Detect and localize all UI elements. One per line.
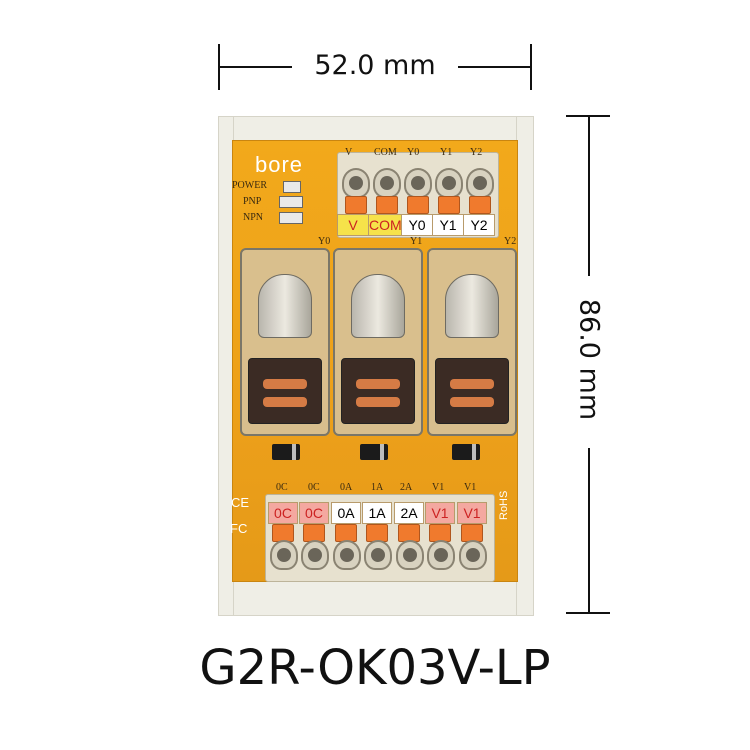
top-terminal-lever[interactable] xyxy=(345,196,367,214)
bottom-terminal-hole[interactable] xyxy=(459,540,487,570)
top-terminal-label-y2: Y2 xyxy=(463,214,495,236)
top-terminal-label-v: V xyxy=(337,214,369,236)
bottom-small-label: 0C xyxy=(276,482,288,493)
relay-contacts xyxy=(435,358,509,424)
diode xyxy=(272,444,300,460)
bottom-small-label: 0A xyxy=(340,482,353,493)
relay-body xyxy=(333,248,423,436)
top-terminal-lever[interactable] xyxy=(407,196,429,214)
top-terminal-hole[interactable] xyxy=(466,168,494,198)
power-led xyxy=(283,181,301,193)
relay-label: Y0 xyxy=(318,236,331,247)
indicator-pnp: PNP xyxy=(243,196,262,207)
top-small-label: COM xyxy=(374,147,397,158)
relay-coil xyxy=(351,274,405,338)
bottom-terminal-hole[interactable] xyxy=(364,540,392,570)
bottom-terminal-label-0c: 0C xyxy=(299,502,329,524)
relay-body xyxy=(427,248,517,436)
top-terminal-lever[interactable] xyxy=(469,196,491,214)
relay-label: Y2 xyxy=(504,236,517,247)
relay-body xyxy=(240,248,330,436)
bottom-terminal-label-0a: 0A xyxy=(331,502,361,524)
bottom-terminal-label-2a: 2A xyxy=(394,502,424,524)
brand-logo: bore xyxy=(255,152,304,177)
top-terminal-label-y0: Y0 xyxy=(401,214,433,236)
relay-coil xyxy=(258,274,312,338)
relay-label: Y1 xyxy=(410,236,423,247)
rail-top xyxy=(218,116,534,144)
top-small-label: Y2 xyxy=(470,147,483,158)
top-terminal-hole[interactable] xyxy=(404,168,432,198)
width-label: 52.0 mm xyxy=(314,50,436,81)
rohs-mark: RoHS xyxy=(498,490,510,520)
width-tick-left xyxy=(218,44,220,90)
relay-contacts xyxy=(341,358,415,424)
fc-mark: FC xyxy=(230,521,248,536)
top-terminal-label-com: COM xyxy=(368,214,402,236)
bottom-terminal-label-1a: 1A xyxy=(362,502,392,524)
top-small-label: Y0 xyxy=(407,147,420,158)
width-line-right xyxy=(458,66,530,68)
top-terminal-lever[interactable] xyxy=(376,196,398,214)
bottom-terminal-hole[interactable] xyxy=(301,540,329,570)
bottom-terminal-label-v1: V1 xyxy=(457,502,487,524)
bottom-small-label: V1 xyxy=(464,482,477,493)
model-name: G2R-OK03V-LP xyxy=(199,640,551,696)
top-terminal-hole[interactable] xyxy=(435,168,463,198)
width-tick-right xyxy=(530,44,532,90)
bottom-terminal-hole[interactable] xyxy=(427,540,455,570)
indicator-power: POWER xyxy=(232,180,267,191)
bottom-terminal-label-v1: V1 xyxy=(425,502,455,524)
pnp-switch xyxy=(279,196,303,208)
bottom-small-label: 0C xyxy=(308,482,320,493)
bottom-small-label: V1 xyxy=(432,482,445,493)
top-terminal-hole[interactable] xyxy=(342,168,370,198)
bottom-terminal-label-0c: 0C xyxy=(268,502,298,524)
height-label: 86.0 mm xyxy=(573,298,605,421)
diode xyxy=(452,444,480,460)
bottom-small-label: 2A xyxy=(400,482,413,493)
ce-mark: CE xyxy=(231,495,250,510)
top-terminal-hole[interactable] xyxy=(373,168,401,198)
bottom-terminal-hole[interactable] xyxy=(270,540,298,570)
top-small-label: Y1 xyxy=(440,147,453,158)
bottom-small-label: 1A xyxy=(371,482,384,493)
bottom-terminal-hole[interactable] xyxy=(333,540,361,570)
bottom-terminal-hole[interactable] xyxy=(396,540,424,570)
npn-switch xyxy=(279,212,303,224)
indicator-npn: NPN xyxy=(243,212,264,223)
relay-contacts xyxy=(248,358,322,424)
rail-right xyxy=(516,116,534,616)
height-tick-bottom xyxy=(566,612,610,614)
height-line-top xyxy=(588,116,590,276)
rail-bottom xyxy=(218,578,534,616)
top-terminal-lever[interactable] xyxy=(438,196,460,214)
top-terminal-label-y1: Y1 xyxy=(432,214,464,236)
width-line-left xyxy=(220,66,292,68)
relay-coil xyxy=(445,274,499,338)
diode xyxy=(360,444,388,460)
height-line-bottom xyxy=(588,448,590,612)
top-small-label: V xyxy=(345,147,353,158)
